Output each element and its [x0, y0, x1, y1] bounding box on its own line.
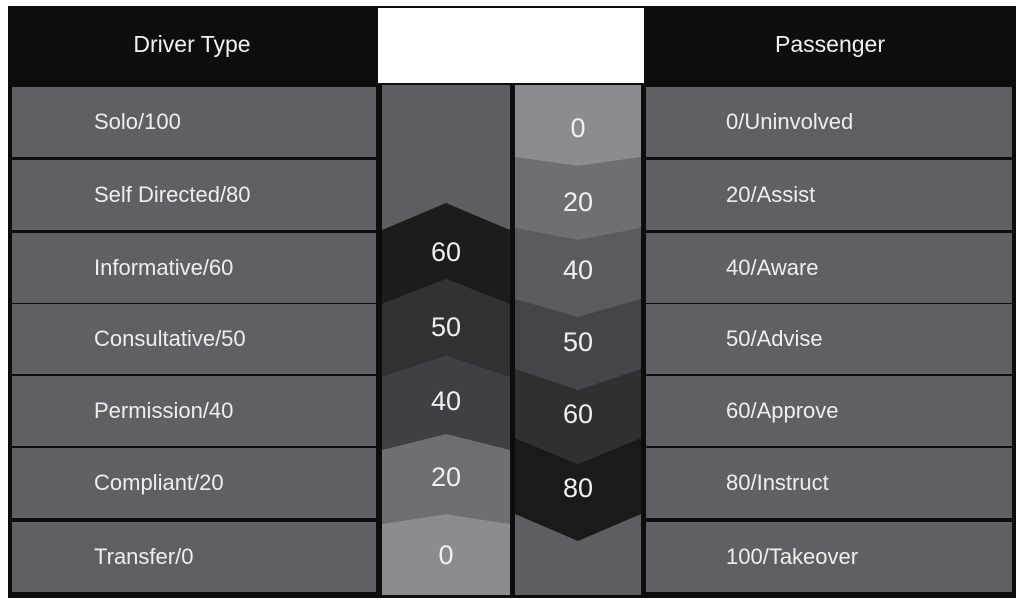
passenger-row-takeover: 100/Takeover [646, 522, 1012, 592]
driver-level-60-label: 60 [431, 237, 461, 267]
header-blank-cell [378, 8, 644, 83]
passenger-row-uninvolved: 0/Uninvolved [646, 87, 1012, 157]
driver-level-20-shape [382, 434, 510, 524]
passenger-level-20-shape [515, 157, 641, 240]
driver-row-consultative: Consultative/50 [12, 304, 376, 374]
passenger-level-40-shape [515, 228, 641, 317]
passenger-level-20-label: 20 [563, 187, 593, 217]
driver-level-40-shape [382, 356, 510, 450]
driver-row-transfer: Transfer/0 [12, 522, 376, 592]
driver-row-compliant: Compliant/20 [12, 448, 376, 518]
diagram-frame: Driver Type Passenger Solo/100 Self Dire… [8, 6, 1016, 598]
driver-level-60-shape [382, 203, 510, 304]
driver-row-solo: Solo/100 [12, 87, 376, 157]
passenger-level-40-label: 40 [563, 255, 593, 285]
passenger-row-instruct: 80/Instruct [646, 448, 1012, 518]
header-passenger: Passenger [644, 6, 1016, 83]
driver-level-50-label: 50 [431, 312, 461, 342]
passenger-level-50-shape [515, 299, 641, 390]
driver-level-0-shape [382, 514, 510, 595]
driver-row-permission: Permission/40 [12, 376, 376, 446]
passenger-row-advise: 50/Advise [646, 304, 1012, 374]
passenger-row-assist: 20/Assist [646, 160, 1012, 230]
level-chevron-columns: 60 50 40 20 0 0 20 40 50 60 80 [382, 85, 641, 595]
passenger-level-80-shape [515, 438, 641, 541]
driver-level-labels: 60 50 40 20 0 [431, 237, 461, 570]
driver-row-informative: Informative/60 [12, 233, 376, 303]
passenger-level-80-label: 80 [563, 473, 593, 503]
header-driver-type: Driver Type [8, 6, 376, 83]
passenger-level-labels: 0 20 40 50 60 80 [563, 113, 593, 503]
driver-row-self-directed: Self Directed/80 [12, 160, 376, 230]
passenger-level-60-label: 60 [563, 399, 593, 429]
passenger-row-aware: 40/Aware [646, 233, 1012, 303]
passenger-level-50-label: 50 [563, 327, 593, 357]
passenger-level-60-shape [515, 369, 641, 464]
driver-level-40-label: 40 [431, 386, 461, 416]
passenger-level-0-shape [515, 85, 641, 166]
driver-level-column [382, 85, 510, 595]
driver-level-0-label: 0 [438, 540, 453, 570]
passenger-level-0-label: 0 [570, 113, 585, 143]
passenger-row-approve: 60/Approve [646, 376, 1012, 446]
driver-level-20-label: 20 [431, 462, 461, 492]
passenger-level-column [515, 85, 641, 595]
driver-level-50-shape [382, 279, 510, 377]
